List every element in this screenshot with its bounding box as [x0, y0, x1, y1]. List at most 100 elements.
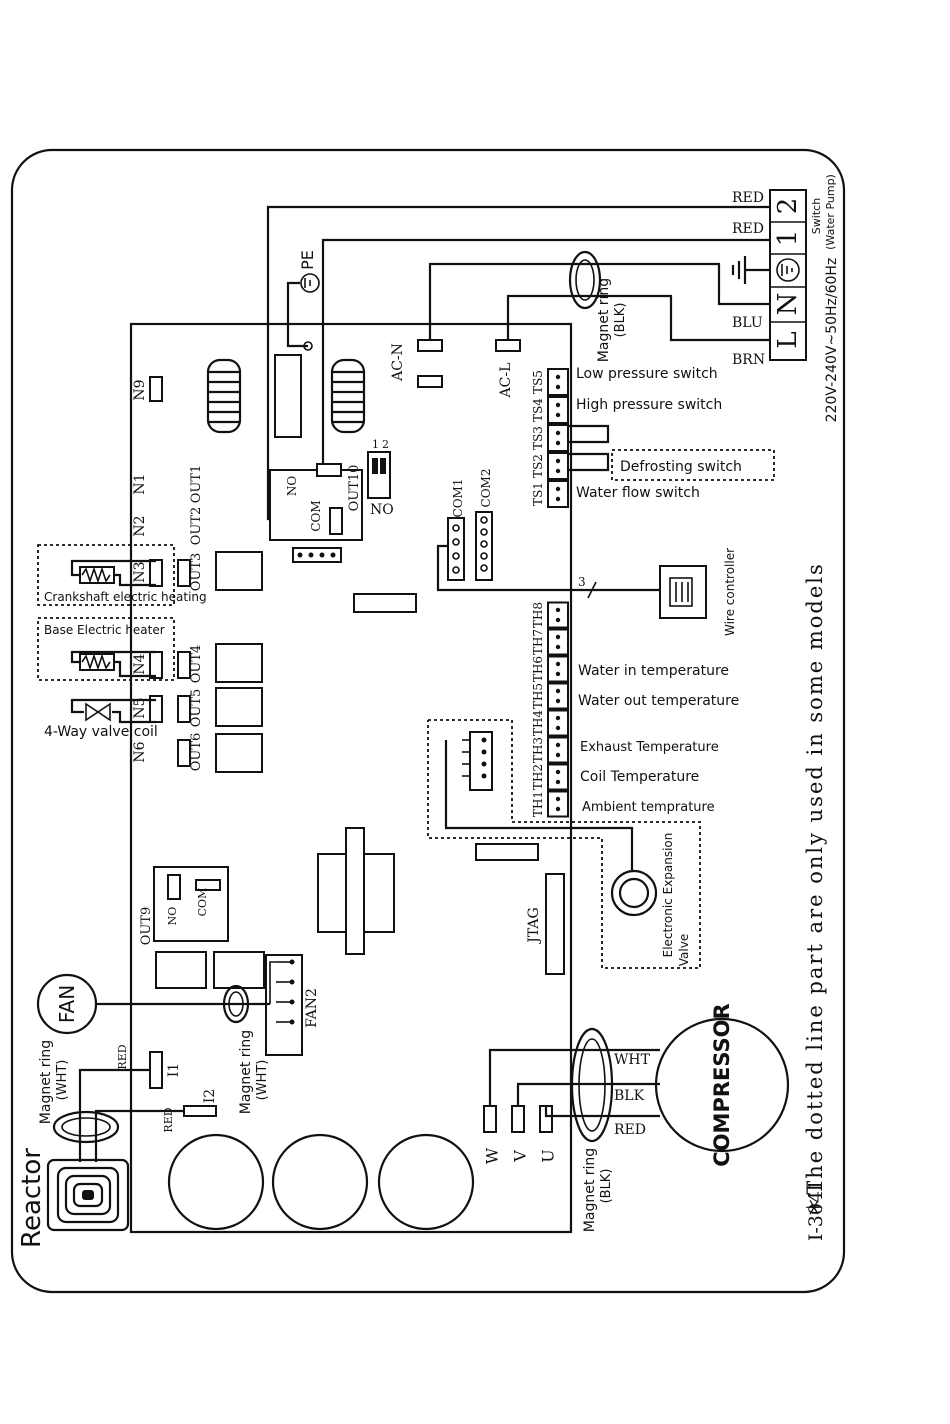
low-pressure-label: Low pressure switch	[576, 366, 718, 382]
relay-out4	[215, 643, 263, 683]
relay-out3	[215, 551, 263, 591]
ground-icon	[776, 258, 800, 282]
out5-label: OUT5	[189, 689, 204, 728]
ts-terminal-3	[547, 424, 569, 452]
water-in-label: Water in temperature	[578, 663, 729, 679]
switch-sub-label: (Water Pump)	[824, 174, 837, 250]
wire-red-2: RED	[732, 221, 764, 237]
n6-label: N6	[132, 741, 148, 762]
ts-terminal-4	[547, 396, 569, 424]
relay-out6	[215, 733, 263, 773]
out2-label: OUT2	[189, 507, 204, 546]
terminal-n: N	[773, 293, 803, 316]
power-terminal-block: 2 1 N L	[769, 189, 807, 361]
wire-count-label: 3	[578, 575, 586, 589]
compressor-label: COMPRESSOR	[710, 1003, 734, 1166]
relay10-com-label: COM	[309, 500, 323, 531]
magnet-ring-top-title: Magnet ring	[596, 278, 612, 362]
capacitor-1	[167, 1133, 265, 1231]
pe-label: PE	[298, 250, 317, 270]
four-way-valve-label: 4-Way valve coil	[44, 724, 158, 740]
n4-label: N4	[132, 653, 148, 674]
out9-label: OUT9	[139, 907, 154, 946]
th-label-2: TH2	[531, 764, 545, 790]
ac-l-terminal	[495, 339, 521, 352]
n5-label: N5	[132, 697, 148, 718]
eev-dotted-box	[427, 719, 701, 969]
com2-connector	[475, 511, 493, 581]
wire-controller-label: Wire controller	[723, 548, 737, 636]
eev-icon	[610, 869, 658, 917]
reactor-label: Reactor	[17, 1148, 47, 1248]
ts-label-5: TS5	[531, 370, 545, 394]
th-label-3: TH3	[531, 737, 545, 763]
wire-blu-line	[428, 262, 770, 340]
fuse-component	[274, 354, 302, 438]
compressor-icon	[654, 1017, 790, 1153]
wire-controller-cable	[436, 544, 660, 592]
compressor-magnet-title: Magnet ring	[582, 1148, 598, 1232]
th-terminal-4	[547, 709, 569, 737]
compressor-magnet-ring-icon	[570, 1027, 614, 1143]
th-terminal-8	[547, 601, 569, 629]
capacitor-3	[377, 1133, 475, 1231]
fan-magnet-sub: (WHT)	[255, 1060, 270, 1101]
magnet-ring-top-icon	[568, 250, 602, 310]
magnet-ring-top-sub: (BLK)	[613, 303, 628, 338]
dip-1-label: 1	[372, 438, 379, 451]
th-label-4: TH4	[531, 710, 545, 736]
footnote: ＊The dotted line part are only used in s…	[803, 562, 827, 1218]
out10-label: OUT10	[347, 465, 362, 512]
ts-terminal-2	[547, 452, 569, 480]
terminal-1: 1	[773, 230, 803, 247]
eev-label-2: Valve	[677, 934, 691, 966]
crankshaft-dotted-box	[37, 544, 175, 606]
component-block-2	[475, 843, 539, 861]
th-terminal-6	[547, 655, 569, 683]
dip-2-label: 2	[382, 438, 389, 451]
base-heater-label: Base Electric heater	[44, 623, 165, 637]
eev-label-1: Electronic Expansion	[661, 833, 675, 958]
th-terminal-2	[547, 763, 569, 791]
exhaust-label: Exhaust Temperature	[580, 740, 719, 755]
terminal-l: L	[773, 331, 803, 348]
n3-label: N3	[132, 561, 148, 582]
w-label: W	[483, 1147, 502, 1164]
com2-label: COM2	[479, 469, 493, 508]
defrost-dotted-box	[611, 449, 775, 481]
component-block-4	[213, 951, 265, 989]
out3-label: OUT3	[189, 553, 204, 592]
red-i1-label: RED	[116, 1044, 129, 1069]
dip-switch[interactable]	[367, 451, 391, 499]
out1-label: OUT1	[189, 465, 204, 504]
reactor-magnet-sub: (WHT)	[55, 1060, 70, 1101]
wire-blu: BLU	[732, 315, 763, 331]
th-label-5: TH5	[531, 683, 545, 709]
th-terminal-7	[547, 628, 569, 656]
fan2-connector	[265, 954, 303, 1056]
com1-label: COM1	[451, 479, 465, 518]
reactor-magnet-ring-icon	[52, 1110, 120, 1144]
n2-label: N2	[132, 515, 148, 536]
ac-n-terminal	[417, 339, 443, 352]
wire-red-1: RED	[732, 190, 764, 206]
water-out-label: Water out temperature	[578, 693, 739, 709]
compressor-magnet-sub: (BLK)	[599, 1169, 614, 1204]
crankshaft-heater-icon	[79, 566, 115, 584]
eev-connector	[469, 731, 493, 791]
pe-ground-icon	[300, 273, 320, 293]
out6-label: OUT6	[189, 733, 204, 772]
i1-terminal	[149, 1051, 163, 1089]
n9-terminal	[149, 376, 163, 402]
capacitor-2	[271, 1133, 369, 1231]
fan-magnet-title: Magnet ring	[238, 1030, 254, 1114]
compressor-wht-label: WHT	[614, 1052, 651, 1068]
out4-label: OUT4	[189, 645, 204, 684]
compressor-red-label: RED	[614, 1122, 646, 1138]
filter-coil-right-icon	[330, 358, 366, 434]
th-terminal-1	[547, 790, 569, 818]
ac-l-label: AC-L	[498, 363, 514, 399]
red-i2-label: RED	[162, 1107, 175, 1132]
